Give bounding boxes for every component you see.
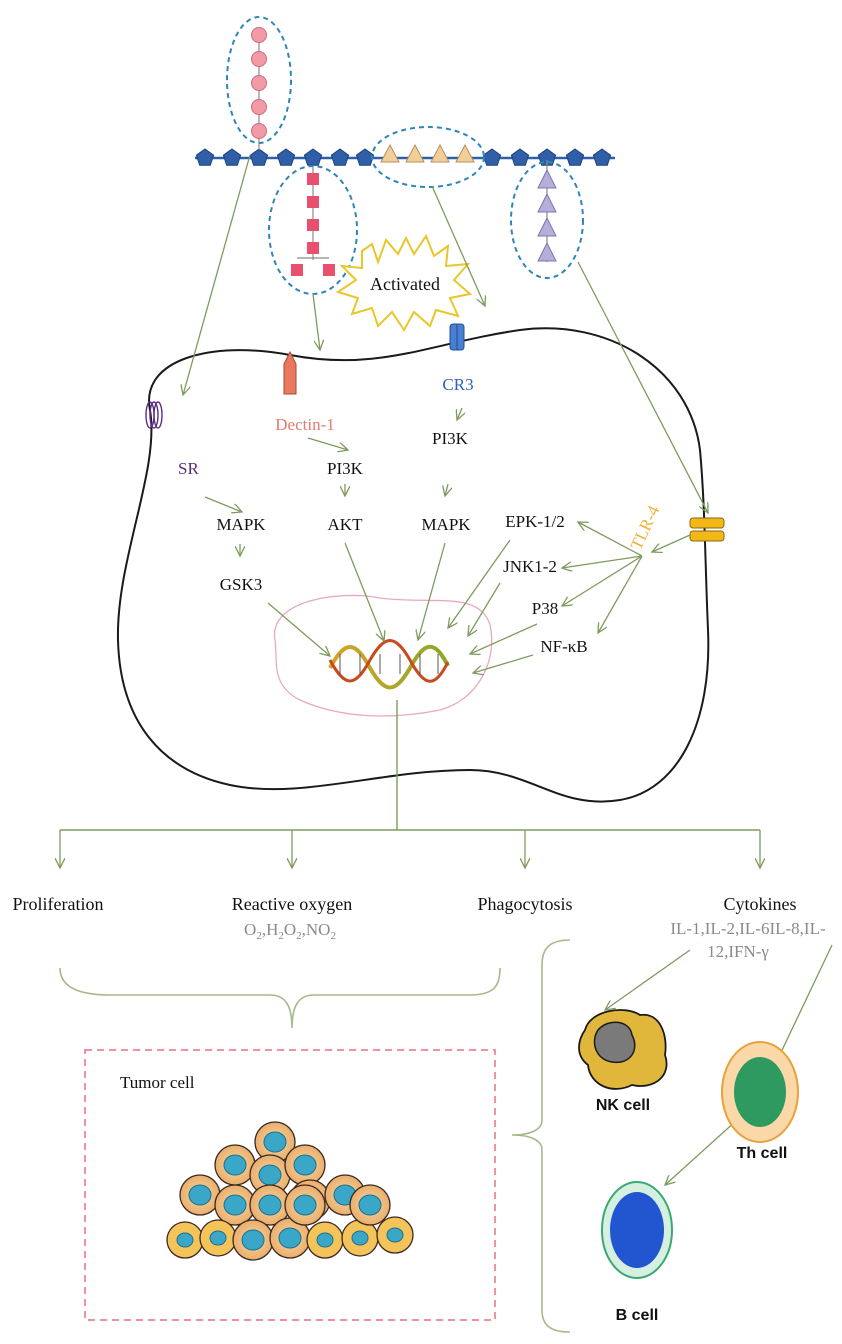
tumor-cell: [284, 1184, 326, 1226]
tumor-cell: [214, 1144, 256, 1186]
glucan-backbone: [195, 148, 615, 166]
glucose-unit: [303, 148, 323, 166]
cytokines-list-line2: 12,IFN-γ: [707, 942, 769, 961]
reactive-oxygen-label: Reactive oxygen: [232, 894, 352, 914]
cytokine-brace: [511, 939, 571, 1333]
b-cell-label: B cell: [616, 1307, 659, 1324]
output-tree: [60, 700, 760, 868]
glucose-unit: [195, 148, 215, 166]
nucleus-outline: [274, 594, 493, 717]
dna-helix-icon: [328, 639, 450, 690]
cytokines-list-line1: IL-1,IL-2,IL-6IL-8,IL-: [670, 919, 826, 938]
nk-cell-icon: [578, 1009, 668, 1090]
sr-label: SR: [178, 459, 199, 478]
tumor-box: [84, 1049, 496, 1321]
tlr4-label: TLR-4: [627, 502, 664, 552]
tumor-cell: [349, 1184, 391, 1226]
tumor-cell: [214, 1184, 256, 1226]
p38-label: P38: [532, 599, 558, 618]
mapk-cr3-label: MAPK: [421, 515, 471, 534]
nfkb-label: NF-κB: [540, 637, 587, 656]
glucose-unit: [222, 148, 242, 166]
cr3-label: CR3: [442, 375, 473, 394]
pink-side-chain: [226, 16, 292, 150]
cytokines-label: Cytokines: [723, 894, 796, 914]
glucose-unit: [482, 148, 502, 166]
tumor-cell: [199, 1219, 237, 1257]
tumor-cell-label: Tumor cell: [120, 1073, 195, 1092]
backbone-pentagons: [195, 148, 612, 166]
tan-backbone-segment: [371, 126, 485, 188]
glucose-unit: [276, 148, 296, 166]
tumor-cell-cluster: [166, 1121, 414, 1261]
activated-label: Activated: [370, 274, 440, 294]
th-cell-label: Th cell: [737, 1145, 788, 1162]
red-side-chain: [268, 165, 358, 295]
lilac-side-chain: [510, 160, 584, 279]
tumor-cell: [306, 1221, 344, 1259]
tumor-cell: [376, 1216, 414, 1254]
pi3k-dectin-label: PI3K: [327, 459, 364, 478]
b-cell-icon: [601, 1181, 673, 1279]
tumor-cell: [232, 1219, 274, 1261]
pathway-arrows: [183, 154, 708, 673]
tumor-cell: [254, 1121, 296, 1163]
pi3k-cr3-label: PI3K: [432, 429, 469, 448]
phagocytosis-label: Phagocytosis: [477, 894, 572, 914]
akt-label: AKT: [328, 515, 364, 534]
gsk3-label: GSK3: [220, 575, 263, 594]
dectin1-receptor-icon: [283, 350, 297, 395]
tlr4-receptor-icon: [689, 517, 725, 542]
nk-cell-label: NK cell: [596, 1097, 650, 1114]
tumor-cell: [249, 1184, 291, 1226]
reactive-oxygen-species: O2,H2O2,NO2: [244, 920, 336, 942]
outcomes-brace: [59, 967, 501, 1029]
glucose-unit: [565, 148, 585, 166]
glucose-unit: [510, 148, 530, 166]
sr-receptor-icon: [145, 401, 163, 429]
macrophage-membrane: [116, 327, 710, 803]
glucose-unit: [592, 148, 612, 166]
cr3-receptor-icon: [449, 323, 465, 351]
mapk-sr-label: MAPK: [216, 515, 266, 534]
dectin1-label: Dectin-1: [275, 415, 334, 434]
proliferation-label: Proliferation: [13, 894, 104, 914]
tumor-cell: [179, 1174, 221, 1216]
th-cell-icon: [721, 1041, 799, 1143]
tumor-cell: [284, 1144, 326, 1186]
jnk-label: JNK1-2: [503, 557, 557, 576]
tumor-cell: [166, 1221, 204, 1259]
epk-label: EPK-1/2: [505, 512, 565, 531]
activated-burst: Activated: [335, 233, 473, 332]
tumor-cell: [249, 1154, 291, 1196]
glucose-unit: [355, 148, 375, 166]
glucose-unit: [330, 148, 350, 166]
glucose-unit: [249, 148, 269, 166]
